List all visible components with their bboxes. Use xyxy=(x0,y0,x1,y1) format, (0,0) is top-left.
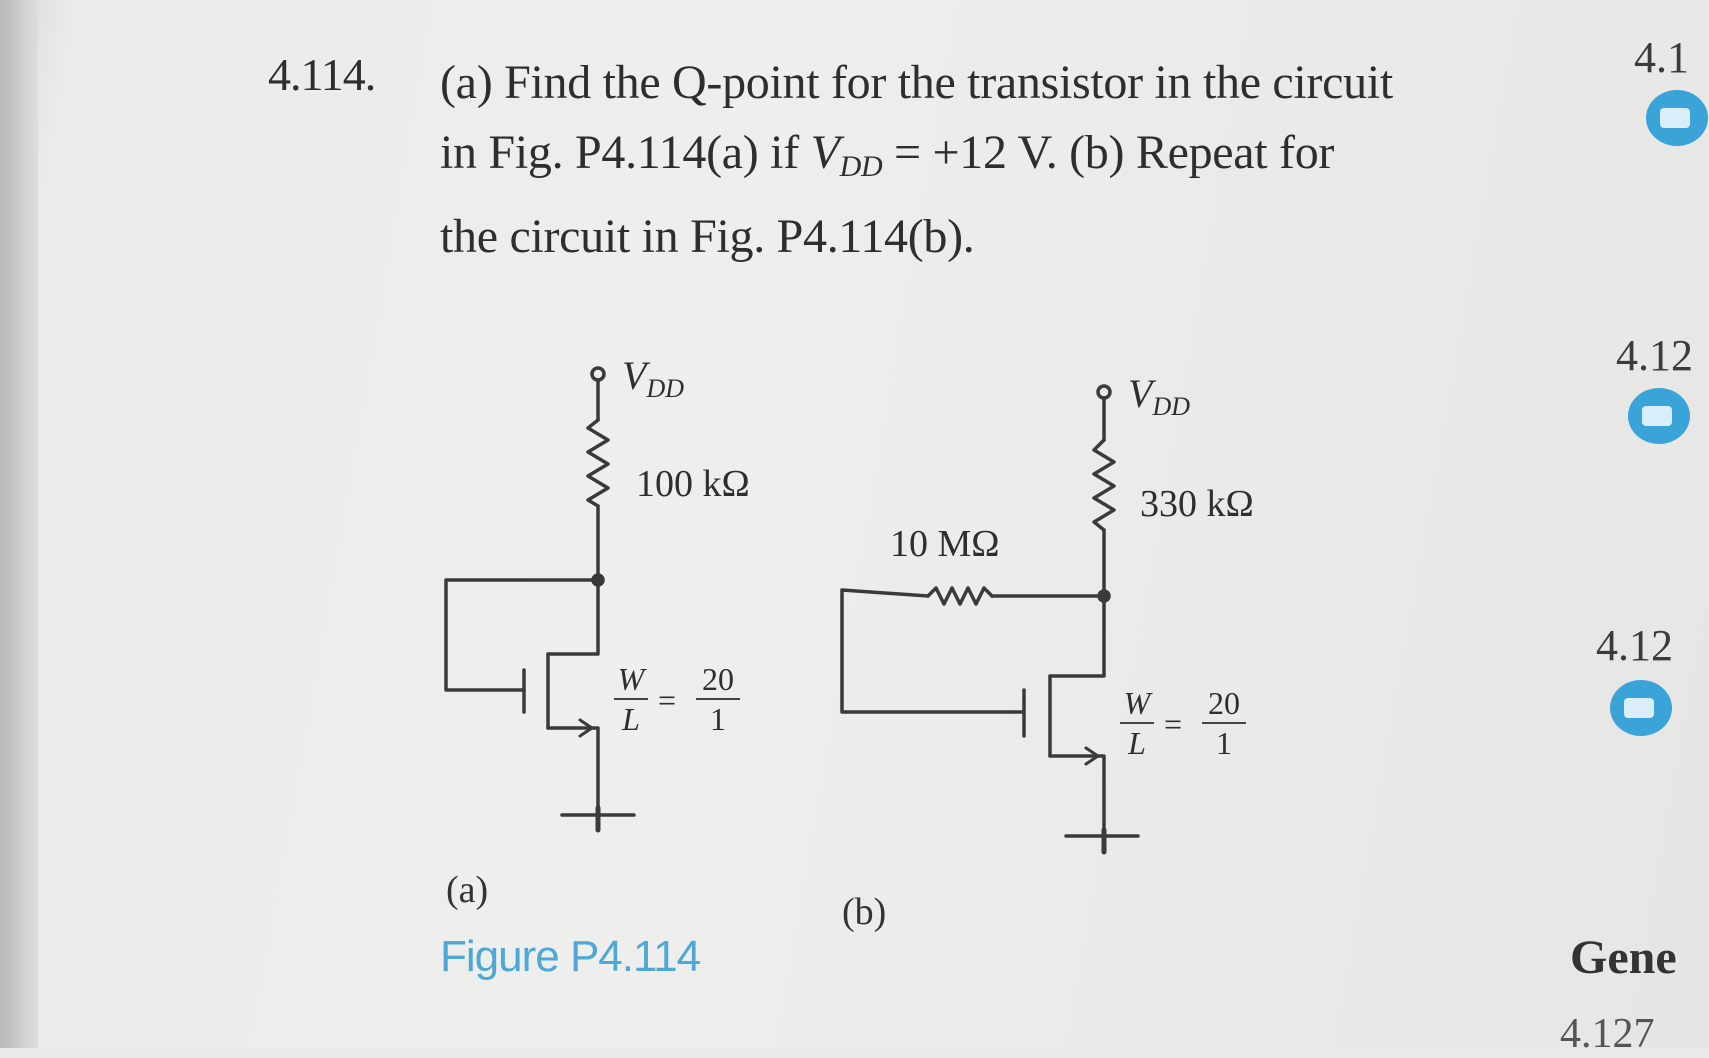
subfigure-a-label: (a) xyxy=(446,869,489,911)
drain-resistor-label: 330 kΩ xyxy=(1140,483,1254,525)
line2-post: = +12 V. (b) Repeat for xyxy=(882,126,1335,179)
margin-section-heading: Gene xyxy=(1570,931,1677,984)
margin-problem-number-3: 4.12 xyxy=(1596,621,1673,670)
video-icon[interactable] xyxy=(1628,388,1690,444)
resistor-b xyxy=(1092,438,1116,532)
problem-line-2: in Fig. P4.114(a) if VDD = +12 V. (b) Re… xyxy=(440,118,1570,202)
vdd-terminal-a xyxy=(590,366,606,382)
vdd-terminal-b xyxy=(1096,384,1112,400)
margin-problem-number-1: 4.1 xyxy=(1634,33,1689,82)
resistor-a xyxy=(586,418,610,508)
margin-problem-number-2: 4.12 xyxy=(1616,331,1693,380)
circuit-b xyxy=(840,384,1140,855)
vdd-var: V xyxy=(810,126,840,179)
feedback-resistor xyxy=(926,586,994,606)
figure-caption: Figure P4.114 xyxy=(440,932,701,981)
problem-line-1: (a) Find the Q-point for the transistor … xyxy=(440,56,1393,109)
problem-number: 4.114. xyxy=(268,49,376,100)
w-over-l-b: W L xyxy=(1120,684,1154,762)
problem-statement: (a) Find the Q-point for the transistor … xyxy=(440,48,1570,272)
page-edge-shadow xyxy=(0,0,38,1048)
vdd-label-a: VDD xyxy=(622,353,684,403)
resistor-a-label: 100 kΩ xyxy=(636,463,750,505)
ratio-a: 20 1 xyxy=(696,660,740,738)
video-icon[interactable] xyxy=(1646,90,1708,146)
subfigure-b-label: (b) xyxy=(842,891,887,933)
vdd-sub: DD xyxy=(839,150,883,183)
w-over-l-a: W L xyxy=(614,660,648,738)
feedback-resistor-label: 10 MΩ xyxy=(890,523,1000,565)
ratio-b: 20 1 xyxy=(1202,684,1246,762)
video-icon[interactable] xyxy=(1610,680,1672,736)
problem-line-3: the circuit in Fig. P4.114(b). xyxy=(440,210,975,263)
line2-pre: in Fig. P4.114(a) if xyxy=(440,126,811,179)
vdd-label-b: VDD xyxy=(1128,371,1190,421)
equals-a: = xyxy=(658,682,677,718)
equals-b: = xyxy=(1164,706,1183,742)
margin-problem-number-4: 4.127 xyxy=(1560,1011,1655,1057)
circuit-a xyxy=(444,366,636,833)
